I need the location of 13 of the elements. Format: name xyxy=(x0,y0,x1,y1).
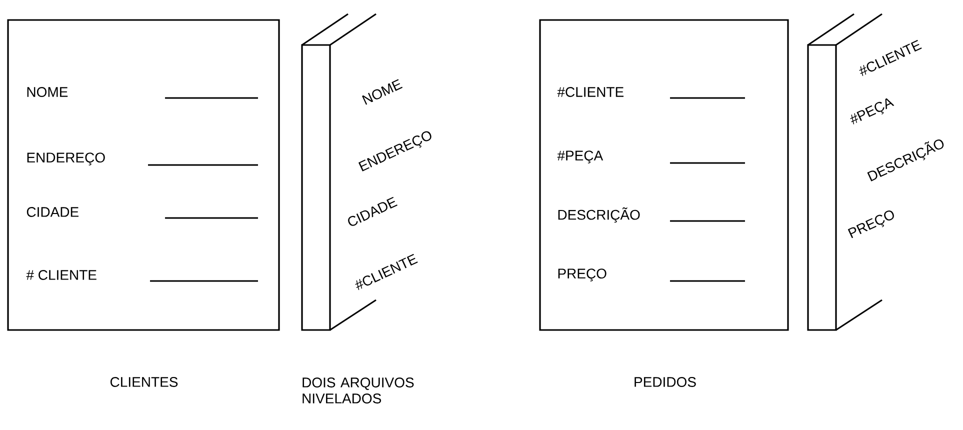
card xyxy=(7,19,280,331)
field-name: #CLIENTE xyxy=(557,87,624,97)
field-name: PREÇO xyxy=(558,268,606,282)
field-name: CIDADE xyxy=(26,207,78,217)
field-name: DESCRIÇÃO xyxy=(558,207,640,223)
field-name: NOME xyxy=(27,87,68,97)
node-label: PEDIDOS xyxy=(634,377,696,387)
field-name: # CLIENTE xyxy=(26,270,96,280)
node-label: CLIENTES xyxy=(110,377,178,387)
field-name: ENDEREÇO xyxy=(27,152,105,166)
field-name: #PEÇA xyxy=(557,150,604,164)
card xyxy=(539,19,789,331)
caption: DOIS ARQUIVOS NIVELADOS xyxy=(302,378,414,404)
